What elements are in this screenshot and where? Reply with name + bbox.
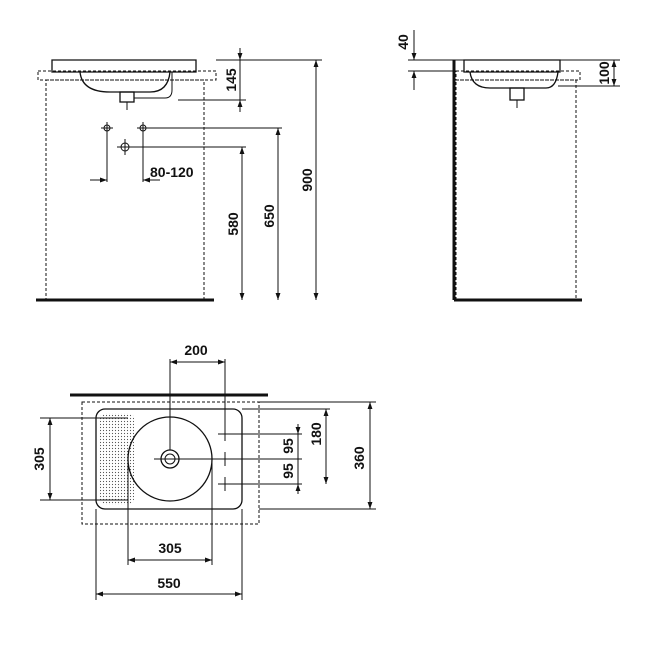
plan-tap-marker-lower <box>218 477 232 491</box>
dim-360-label: 360 <box>351 446 367 470</box>
side-basin-top <box>463 59 561 73</box>
dim-100-label: 100 <box>596 61 612 85</box>
dim-40-label: 40 <box>395 34 411 50</box>
plan-dotted-area <box>100 413 134 505</box>
supply-marker-right <box>137 122 149 134</box>
dim-650-label: 650 <box>261 204 277 228</box>
dim-80-120-label: 80-120 <box>150 164 194 180</box>
side-countertop-outline <box>455 70 581 81</box>
front-drain <box>119 91 135 103</box>
front-view: 80-120 145 580 650 900 <box>36 48 322 302</box>
supply-marker-left <box>101 122 113 134</box>
dim-95-label-lower: 95 <box>280 463 296 479</box>
dim-550-label: 550 <box>157 575 181 591</box>
dim-900-label: 900 <box>299 168 315 192</box>
side-view: 40 100 <box>395 30 620 302</box>
front-vanity-outline <box>45 79 205 301</box>
front-basin-bowl <box>79 71 171 93</box>
plan-view: 200 305 180 95 95 360 305 550 <box>31 342 376 600</box>
dim-305-left-label: 305 <box>31 447 47 471</box>
front-basin-top <box>51 59 197 73</box>
front-countertop-outline <box>37 70 217 81</box>
plan-countertop-outline <box>81 401 260 525</box>
dim-580-label: 580 <box>225 212 241 236</box>
side-vanity-outline <box>455 79 577 301</box>
dim-305-bottom-label: 305 <box>158 540 182 556</box>
dim-95-label-upper: 95 <box>280 438 296 454</box>
plan-tap-marker-upper <box>218 427 232 441</box>
dim-200-label: 200 <box>184 342 208 358</box>
side-drain <box>509 87 525 101</box>
dim-180-label: 180 <box>308 422 324 446</box>
dim-145-label: 145 <box>223 68 239 92</box>
waste-marker <box>117 139 133 155</box>
front-siphon-pipe <box>134 72 173 99</box>
